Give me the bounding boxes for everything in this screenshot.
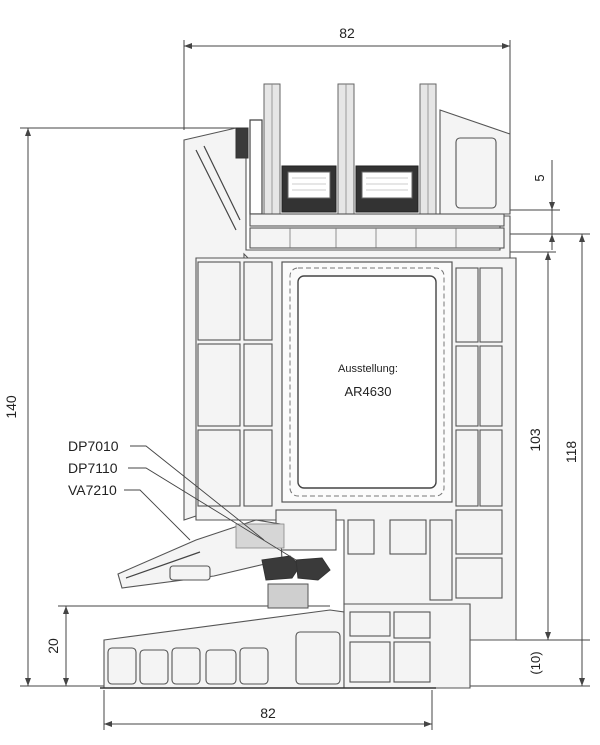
dim-top-82: 82 (339, 25, 355, 41)
callout-dp7110: DP7110 (68, 460, 118, 476)
dim-bottom-82: 82 (260, 705, 276, 721)
dim-gap-5: 5 (532, 174, 547, 181)
callout-labels: DP7010 DP7110 VA7210 (68, 438, 119, 498)
reinforcement-line1: Ausstellung: (338, 363, 398, 375)
dimension-labels: 82 82 140 20 5 118 103 10 (10) (3, 25, 579, 721)
dim-overall-140: 140 (3, 395, 19, 419)
triple-glazing (263, 83, 437, 215)
dim-bottom-10: (10) (528, 651, 543, 674)
reinforcement-line2: AR4630 (345, 384, 392, 399)
frame-profile (195, 257, 517, 641)
sill-profile (100, 603, 471, 689)
weather-bar (117, 519, 285, 589)
callout-dp7010: DP7010 (68, 438, 119, 454)
dim-118: 118 (563, 441, 579, 464)
callout-va7210: VA7210 (68, 482, 117, 498)
gasket-group (261, 555, 467, 631)
dim-sill-20: 20 (45, 638, 61, 654)
callout-leaders (124, 445, 297, 561)
reinforcement-label: Ausstellung: AR4630 (338, 363, 398, 399)
dim-103: 103 (527, 428, 543, 452)
